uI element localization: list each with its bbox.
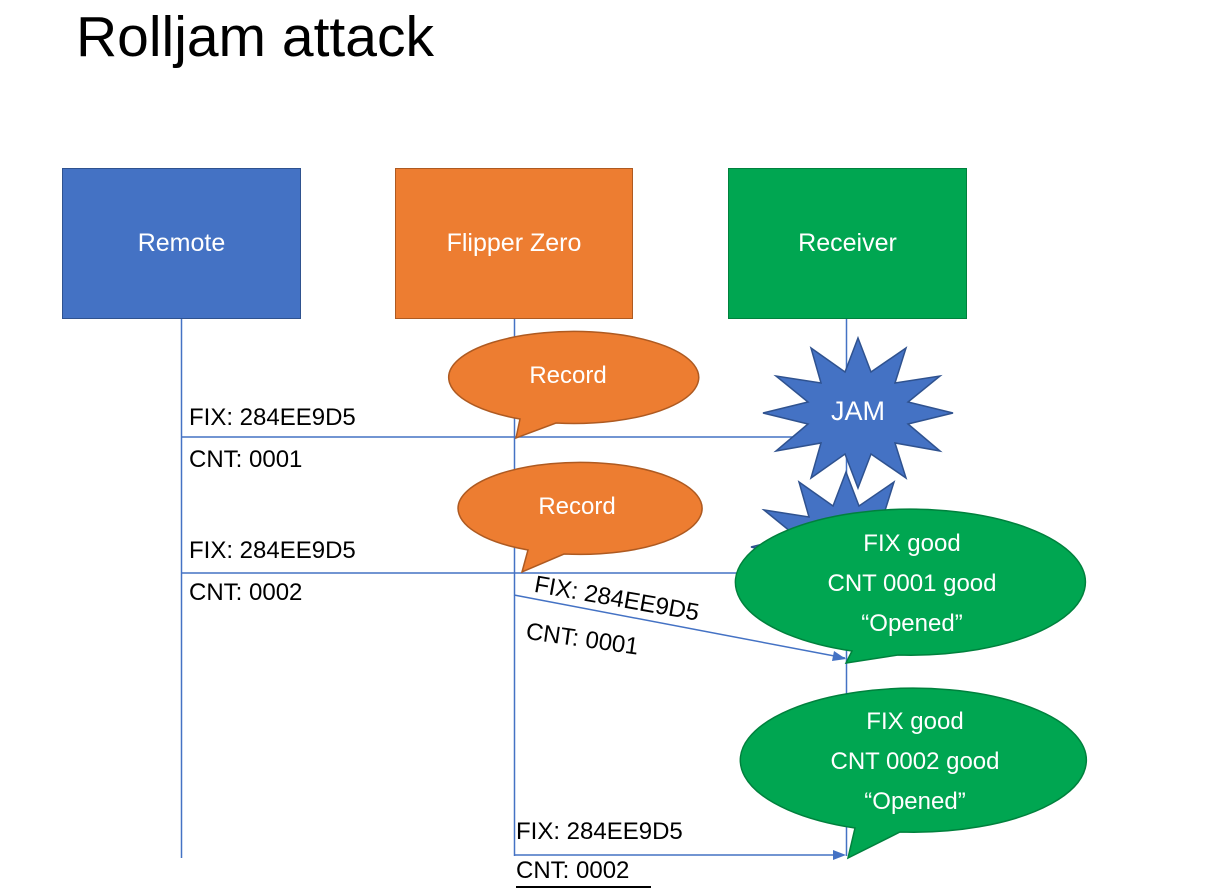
actor-label-flipper-zero: Flipper Zero [446,229,582,257]
page-title: Rolljam attack [76,5,434,69]
record-callout-1 [447,330,700,440]
receiver-callout-2-line-3: “Opened” [864,788,966,815]
message-4-fix-label: FIX: 284EE9D5 [516,818,683,845]
actor-box-receiver: Receiver [728,168,967,319]
receiver-callout-1-line-1: FIX good [863,530,961,557]
arrowhead-message-4 [833,850,846,860]
actor-box-remote: Remote [62,168,301,319]
message-1-cnt-label: CNT: 0001 [189,446,303,473]
receiver-callout-2 [739,687,1088,860]
message-1-fix-label: FIX: 284EE9D5 [189,404,356,431]
actor-box-flipper-zero: Flipper Zero [395,168,633,319]
receiver-callout-2-text: FIX good CNT 0002 good “Opened” [765,702,1065,822]
message-2-fix-label: FIX: 284EE9D5 [189,537,356,564]
receiver-callout-2-line-2: CNT 0002 good [830,748,1000,775]
receiver-callout-1-line-3: “Opened” [861,610,963,637]
jam-starburst-1 [762,335,954,491]
receiver-callout-1-text: FIX good CNT 0001 good “Opened” [762,524,1062,644]
message-2-cnt-label: CNT: 0002 [189,579,303,606]
jam-label: JAM [831,396,885,426]
arrowhead-message-3 [832,651,846,661]
record-callout-2-label: Record [538,493,616,520]
receiver-callout-2-line-1: FIX good [866,708,964,735]
receiver-callout-1-line-2: CNT 0001 good [827,570,997,597]
message-4-cnt-label: CNT: 0002 [516,857,630,884]
actor-label-remote: Remote [137,229,226,257]
receiver-callout-1 [734,508,1087,664]
message-line-3 [513,594,846,659]
record-callout-1-label: Record [529,362,607,389]
record-callout-2 [457,461,703,574]
actor-label-receiver: Receiver [798,229,897,257]
